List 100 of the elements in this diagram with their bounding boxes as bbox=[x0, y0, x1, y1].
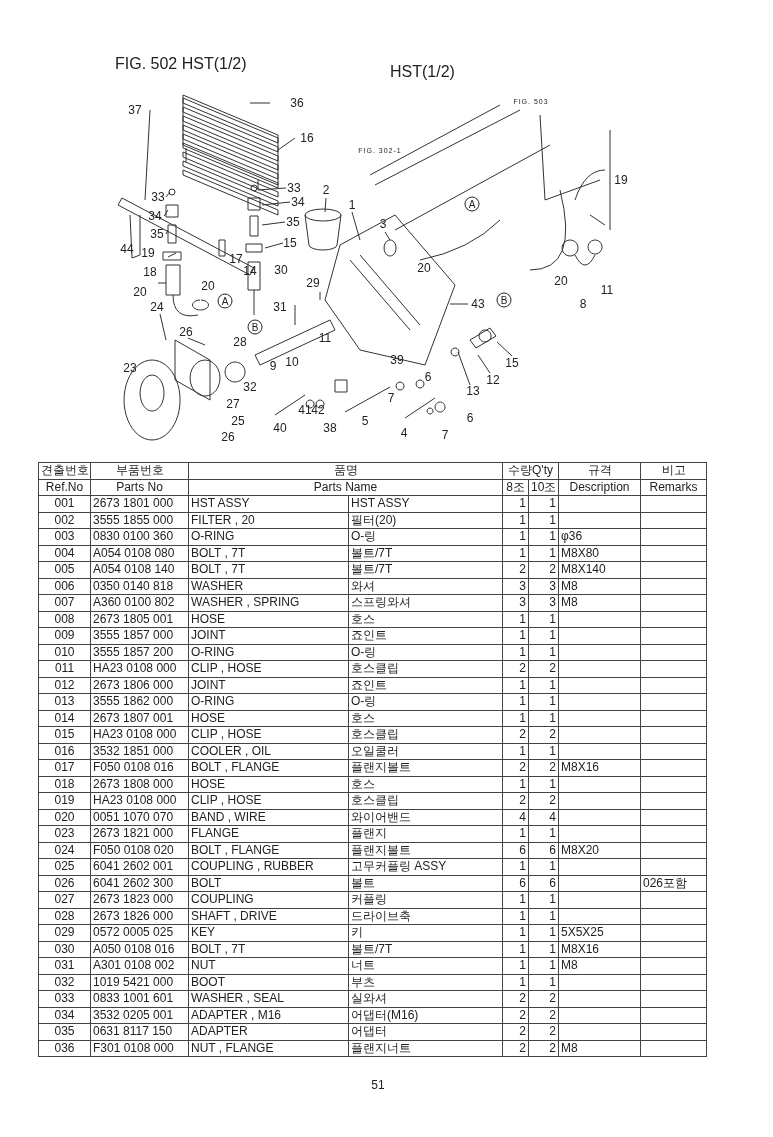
part-number: 3555 1862 000 bbox=[90, 693, 189, 710]
column-header: Description bbox=[558, 479, 641, 496]
part-number: 2673 1808 000 bbox=[90, 776, 189, 793]
ref-number: 026 bbox=[38, 875, 91, 892]
part-name-korean: 죠인트 bbox=[348, 627, 503, 644]
part-name: JOINT bbox=[188, 627, 349, 644]
quantity: 1 bbox=[502, 858, 529, 875]
part-number: A054 0108 140 bbox=[90, 561, 189, 578]
part-name: FLANGE bbox=[188, 825, 349, 842]
part-name: O-RING bbox=[188, 528, 349, 545]
callout-number: 15 bbox=[505, 356, 519, 370]
quantity: 1 bbox=[502, 957, 529, 974]
quantity: 1 bbox=[502, 627, 529, 644]
callout-number: 41 bbox=[298, 403, 312, 417]
specification: M8 bbox=[558, 1040, 641, 1057]
quantity: 1 bbox=[502, 710, 529, 727]
quantity: 2 bbox=[528, 990, 559, 1007]
quantity: 1 bbox=[502, 677, 529, 694]
part-number: F050 0108 016 bbox=[90, 759, 189, 776]
ref-number: 028 bbox=[38, 908, 91, 925]
quantity: 6 bbox=[528, 842, 559, 859]
callout-number: 33 bbox=[151, 190, 165, 204]
ref-number: 007 bbox=[38, 594, 91, 611]
part-name-korean: 키 bbox=[348, 924, 503, 941]
quantity: 1 bbox=[528, 627, 559, 644]
ref-number: 029 bbox=[38, 924, 91, 941]
quantity: 2 bbox=[502, 990, 529, 1007]
part-name-korean: 볼트/7T bbox=[348, 941, 503, 958]
quantity: 3 bbox=[528, 578, 559, 595]
quantity: 3 bbox=[502, 578, 529, 595]
part-name-korean: 볼트 bbox=[348, 875, 503, 892]
ref-number: 033 bbox=[38, 990, 91, 1007]
quantity: 1 bbox=[528, 644, 559, 661]
specification: 5X5X25 bbox=[558, 924, 641, 941]
quantity: 6 bbox=[528, 875, 559, 892]
callout-number: 12 bbox=[486, 373, 500, 387]
specification: M8X16 bbox=[558, 759, 641, 776]
ref-number: 002 bbox=[38, 512, 91, 529]
part-name-korean: 호스 bbox=[348, 611, 503, 628]
quantity: 1 bbox=[528, 677, 559, 694]
part-name-korean: 오일쿨러 bbox=[348, 743, 503, 760]
part-name-korean: 죠인트 bbox=[348, 677, 503, 694]
callout-number: 30 bbox=[274, 263, 288, 277]
quantity: 2 bbox=[528, 759, 559, 776]
callout-number: 38 bbox=[323, 421, 337, 435]
part-number: 2673 1805 001 bbox=[90, 611, 189, 628]
ref-number: 020 bbox=[38, 809, 91, 826]
part-name-korean: 와셔 bbox=[348, 578, 503, 595]
column-header: Remarks bbox=[640, 479, 707, 496]
part-number: 2673 1806 000 bbox=[90, 677, 189, 694]
callout-number: 7 bbox=[441, 428, 449, 442]
figure-heading: HST(1/2) bbox=[390, 65, 455, 78]
quantity: 1 bbox=[528, 908, 559, 925]
quantity: 1 bbox=[502, 743, 529, 760]
quantity: 1 bbox=[528, 495, 559, 512]
ref-number: 011 bbox=[38, 660, 91, 677]
ref-number: 016 bbox=[38, 743, 91, 760]
callout-number: 26 bbox=[221, 430, 235, 444]
part-name: HOSE bbox=[188, 710, 349, 727]
part-number: HA23 0108 000 bbox=[90, 660, 189, 677]
part-name-korean: 커플링 bbox=[348, 891, 503, 908]
ref-number: 001 bbox=[38, 495, 91, 512]
quantity: 1 bbox=[528, 858, 559, 875]
ref-number: 004 bbox=[38, 545, 91, 562]
part-name-korean: O-링 bbox=[348, 693, 503, 710]
quantity: 1 bbox=[502, 908, 529, 925]
part-number: HA23 0108 000 bbox=[90, 792, 189, 809]
part-name: WASHER , SPRING bbox=[188, 594, 349, 611]
specification: M8X80 bbox=[558, 545, 641, 562]
part-name-korean: 호스 bbox=[348, 776, 503, 793]
callout-number: 8 bbox=[579, 297, 587, 311]
callout-number: 6 bbox=[466, 411, 474, 425]
quantity: 1 bbox=[528, 957, 559, 974]
callout-number: 42 bbox=[311, 403, 325, 417]
quantity: 1 bbox=[502, 545, 529, 562]
part-number: A050 0108 016 bbox=[90, 941, 189, 958]
callout-number: 10 bbox=[285, 355, 299, 369]
callout-number: 26 bbox=[179, 325, 193, 339]
part-name: BOLT , FLANGE bbox=[188, 759, 349, 776]
callout-number: 33 bbox=[287, 181, 301, 195]
callout-number: 20 bbox=[133, 285, 147, 299]
part-number: 3555 1855 000 bbox=[90, 512, 189, 529]
column-header: 품명 bbox=[188, 462, 503, 479]
callout-number: 35 bbox=[150, 227, 164, 241]
part-name-korean: 어댑터(M16) bbox=[348, 1007, 503, 1024]
ref-number: 013 bbox=[38, 693, 91, 710]
part-name: BOLT bbox=[188, 875, 349, 892]
part-name-korean: HST ASSY bbox=[348, 495, 503, 512]
callout-number: 19 bbox=[614, 173, 628, 187]
callout-number: 9 bbox=[269, 359, 277, 373]
part-number: 0631 8117 150 bbox=[90, 1023, 189, 1040]
part-number: 6041 2602 300 bbox=[90, 875, 189, 892]
reference-letter: A bbox=[217, 293, 233, 309]
callout-number: 20 bbox=[417, 261, 431, 275]
callout-number: 34 bbox=[291, 195, 305, 209]
part-name-korean: 플랜지너트 bbox=[348, 1040, 503, 1057]
part-number: 0350 0140 818 bbox=[90, 578, 189, 595]
quantity: 2 bbox=[528, 726, 559, 743]
quantity: 3 bbox=[528, 594, 559, 611]
part-name: WASHER bbox=[188, 578, 349, 595]
